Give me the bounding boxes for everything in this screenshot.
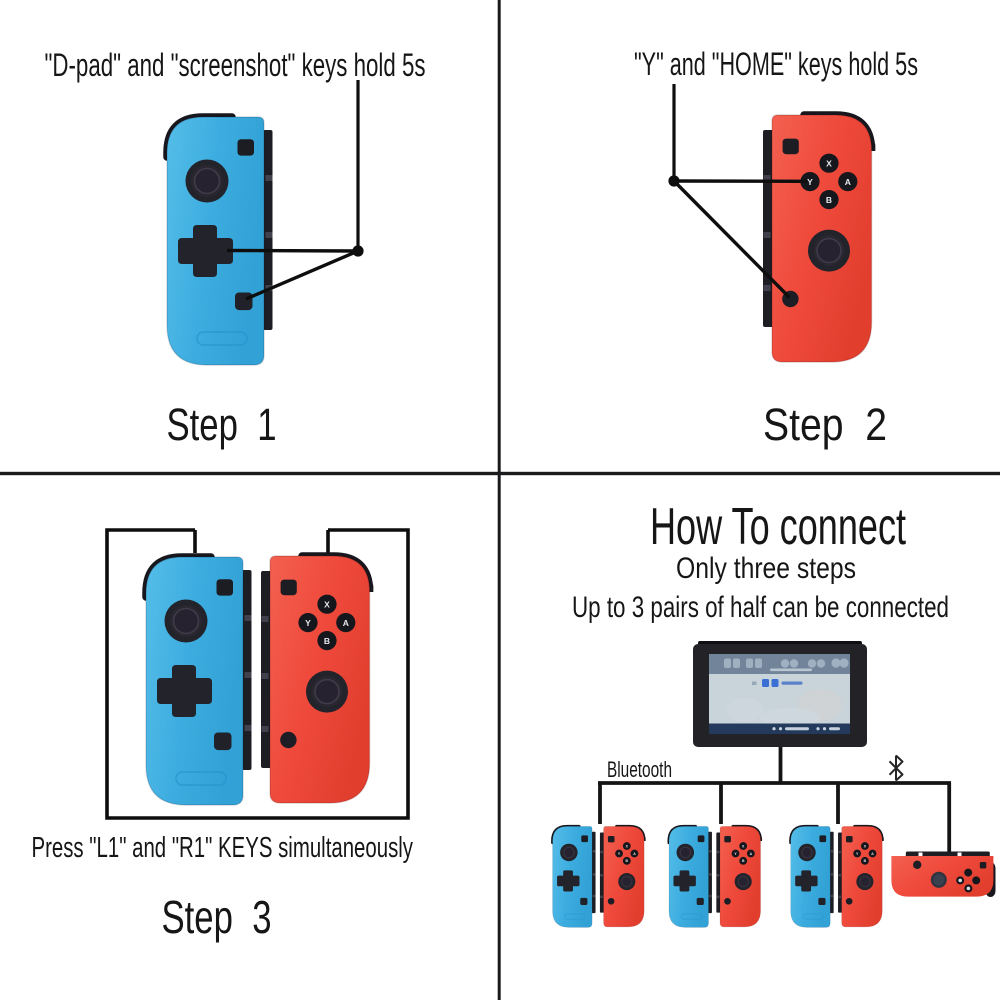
svg-text:Up to 3 pairs of half can be c: Up to 3 pairs of half can be connected — [572, 591, 949, 624]
svg-text:"Y" and "HOME" keys hold 5s: "Y" and "HOME" keys hold 5s — [634, 46, 918, 82]
svg-text:Step 1: Step 1 — [167, 399, 277, 450]
svg-text:Only three steps: Only three steps — [676, 552, 856, 585]
svg-text:"D-pad" and "screenshot" keys: "D-pad" and "screenshot" keys hold 5s — [45, 47, 426, 83]
svg-text:Press "L1" and "R1" KEYS simul: Press "L1" and "R1" KEYS simultaneously — [32, 832, 414, 864]
svg-text:Step 3: Step 3 — [162, 891, 272, 943]
svg-text:How To connect: How To connect — [650, 498, 906, 556]
svg-text:Bluetooth: Bluetooth — [607, 757, 672, 782]
svg-text:Step 2: Step 2 — [763, 399, 887, 450]
